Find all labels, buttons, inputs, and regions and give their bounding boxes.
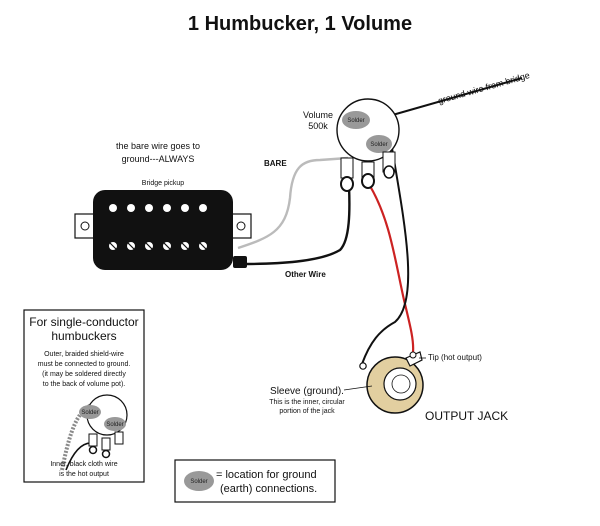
inset-inner-line1: Inner, black cloth wire	[50, 461, 117, 468]
solder-blob-top	[342, 111, 370, 129]
inset-solder-blob-1	[79, 405, 101, 419]
ground-wire-label: ground wire from bridge	[437, 70, 531, 106]
pickup-screw-hole-left	[80, 221, 90, 231]
hot-wire	[369, 185, 415, 353]
inset-solder-label-1: Solder	[81, 410, 98, 416]
jack-ground-wire	[361, 147, 410, 365]
inset-solder-label-2: Solder	[106, 422, 123, 428]
pot-lug-eye-left	[340, 176, 354, 192]
solder-legend: Solder = location for ground (earth) con…	[174, 459, 336, 503]
single-conductor-inset: For single-conductor humbuckers Outer, b…	[23, 309, 145, 483]
pot-lug-eye-right	[383, 165, 395, 179]
inset-pot-eye-left	[88, 445, 98, 455]
pickup-pole-row-top	[109, 204, 207, 212]
jack-title: OUTPUT JACK	[425, 409, 508, 423]
bare-wire	[237, 156, 349, 250]
legend-solder-label: Solder	[190, 479, 207, 485]
bare-wire-label: BARE	[264, 159, 287, 168]
volume-label-line1: Volume	[303, 110, 333, 120]
inset-pot-lug-middle	[101, 437, 111, 451]
jack-sleeve-note-line2: portion of the jack	[279, 408, 335, 415]
pickup-wire-sleeve	[233, 256, 247, 268]
pickup-label: Bridge pickup	[142, 180, 185, 187]
volume-pot: Solder Solder	[336, 98, 400, 192]
jack-tip-label: Tip (hot output)	[428, 353, 482, 362]
inset-pot-eye-middle	[101, 449, 111, 459]
inset-solder-blob-2	[104, 417, 126, 431]
ground-wire-from-bridge	[381, 77, 523, 119]
inset-outer-line1: Outer, braided shield-wire	[44, 351, 124, 358]
other-wire	[241, 185, 351, 266]
inset-outer-line2: must be connected to ground.	[38, 361, 131, 368]
pickup-body	[93, 190, 233, 270]
solder-label-top: Solder	[347, 118, 364, 124]
jack-sleeve-label: Sleeve (ground).	[270, 386, 344, 397]
inset-heading-line1: For single-conductor	[29, 315, 138, 329]
diagram-title: 1 Humbucker, 1 Volume	[188, 13, 412, 35]
inset-pot-lug-right	[114, 431, 124, 445]
pot-lug-eye-middle	[361, 173, 375, 189]
solder-label-back: Solder	[370, 142, 387, 148]
inset-outer-line3: (it may be soldered directly	[42, 371, 126, 378]
inset-heading-line2: humbuckers	[51, 329, 116, 343]
humbucker-pickup: Bridge pickup	[74, 180, 252, 270]
jack-tip-eye	[409, 351, 417, 359]
jack-sleeve-eye	[359, 362, 367, 370]
solder-blob-back	[366, 135, 392, 153]
legend-line2: (earth) connections.	[220, 483, 317, 495]
inset-pot-lug-left	[88, 433, 98, 447]
volume-label-line2: 500k	[308, 121, 328, 131]
jack-sleeve-pointer	[343, 385, 373, 391]
pot-lug-left	[340, 157, 354, 179]
pickup-screw-hole-right	[236, 221, 246, 231]
jack-sleeve-note-line1: This is the inner, circular	[269, 399, 345, 406]
legend-line1: = location for ground	[216, 469, 317, 481]
inset-outer-line4: to the back of volume pot).	[43, 381, 126, 388]
jack-hole	[391, 374, 411, 394]
output-jack	[359, 351, 424, 414]
legend-solder-blob	[184, 471, 214, 491]
other-wire-label: Other Wire	[285, 270, 326, 279]
inset-frame	[23, 309, 145, 483]
bare-note-line2: ground---ALWAYS	[122, 154, 195, 164]
bare-note-line1: the bare wire goes to	[116, 141, 200, 151]
inset-inner-line2: is the hot output	[59, 471, 109, 478]
